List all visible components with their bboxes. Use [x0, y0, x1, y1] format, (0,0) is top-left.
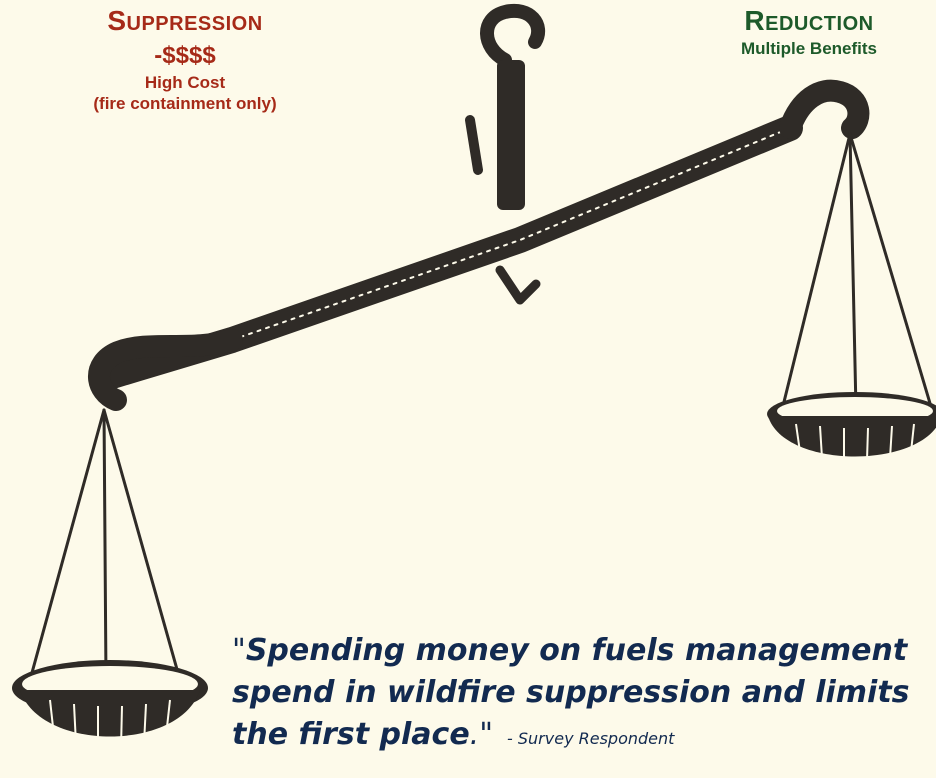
scale-pointer [465, 115, 483, 175]
scale-right-curl [779, 79, 870, 139]
quote-text-1: Spending money on fuels management [245, 633, 908, 668]
suppression-cost: -$$$$ [154, 42, 216, 69]
right-scale-pan [767, 392, 936, 461]
quote-attribution: - Survey Respondent [507, 729, 675, 748]
right-pan-strings [780, 132, 934, 412]
survey-quote: "Spending money on fuels management spen… [232, 630, 936, 778]
quote-line-3: the first place." - Survey Respondent [232, 714, 936, 760]
reduction-title: Reduction [744, 5, 874, 36]
quote-open-mark: " [232, 633, 246, 668]
reduction-note: Multiple Benefits [740, 39, 877, 58]
scale-left-curl [88, 329, 243, 411]
suppression-title: Suppression [107, 5, 263, 36]
reduction-label: Reduction Multiple Benefits [684, 4, 934, 59]
left-scale-pan [12, 660, 208, 749]
quote-text-3: the first place [232, 717, 470, 752]
scale-hook [480, 3, 546, 67]
scale-knuckle [495, 265, 541, 305]
quote-line-1: "Spending money on fuels management [232, 630, 936, 672]
scale-hanger [497, 60, 525, 210]
suppression-note-line1: High Cost [144, 73, 226, 92]
quote-line-2: spend in wildfire suppression and limits [232, 675, 910, 710]
suppression-label: Suppression -$$$$ High Cost (fire contai… [60, 4, 310, 114]
suppression-note-line2: (fire containment only) [93, 94, 277, 113]
quote-close-mark: ." [469, 717, 494, 752]
left-pan-strings [28, 408, 182, 682]
